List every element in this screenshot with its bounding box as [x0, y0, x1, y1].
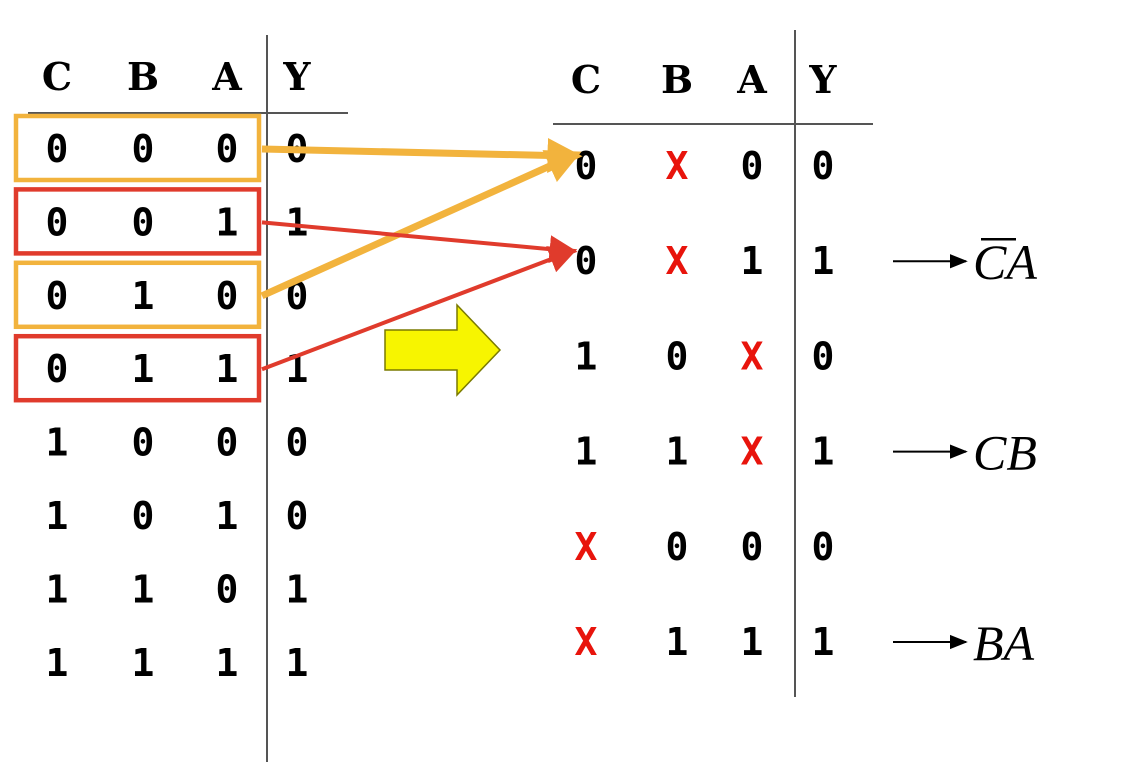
mapping-arrows: [260, 137, 583, 372]
orange-highlight-box: [13, 260, 262, 330]
dont-care-mark: X: [741, 334, 764, 378]
orange-highlight-box: [13, 113, 262, 183]
left-cell: 1: [132, 641, 155, 685]
right-cell: 0: [741, 144, 764, 188]
red-highlight-box: [13, 187, 262, 256]
right-header-b: B: [661, 57, 693, 102]
right-cell: 0: [812, 144, 835, 188]
left-cell: 0: [132, 494, 155, 538]
left-cell: 1: [216, 494, 239, 538]
left-cell: 0: [216, 274, 239, 318]
right-header-y: Y: [808, 57, 837, 102]
right-cell: 1: [741, 620, 764, 664]
left-cell: 0: [286, 494, 309, 538]
left-cell: 1: [46, 494, 69, 538]
left-cell: 1: [46, 421, 69, 465]
right-table-row: X 0 0 0: [575, 525, 835, 569]
left-cell: 1: [286, 641, 309, 685]
dont-care-mark: X: [666, 239, 689, 283]
left-cell: 1: [46, 567, 69, 611]
left-cell: 0: [46, 274, 69, 318]
right-cell: 1: [666, 430, 689, 474]
left-table-row: 1 1 1 1: [46, 641, 309, 685]
left-cell: 0: [216, 127, 239, 171]
left-cell: 0: [46, 200, 69, 244]
left-table-row: 1 0 1 0: [46, 494, 309, 538]
left-cell: 0: [132, 200, 155, 244]
left-cell: 0: [46, 127, 69, 171]
right-cell: 0: [741, 525, 764, 569]
term-annotation: BA: [893, 615, 1035, 671]
orange-mapping-arrow: [260, 150, 582, 299]
left-cell: 1: [286, 567, 309, 611]
left-cell: 1: [286, 200, 309, 244]
right-cell: 1: [812, 430, 835, 474]
red-mapping-arrow: [261, 220, 578, 264]
transform-arrow-icon: [384, 303, 502, 397]
left-cell: 1: [132, 567, 155, 611]
left-cell: 0: [286, 421, 309, 465]
right-header-a: A: [736, 57, 767, 102]
right-cell: 1: [812, 239, 835, 283]
left-cell: 1: [46, 641, 69, 685]
left-table-row: 1 0 0 0: [46, 421, 309, 465]
right-table-row: 0 X 1 1: [575, 239, 835, 283]
left-header-a: A: [211, 54, 242, 99]
left-cell: 0: [216, 421, 239, 465]
left-cell: 1: [132, 347, 155, 391]
annotation-group: CA CB BA: [893, 234, 1037, 671]
right-table-row: X 1 1 1: [575, 620, 835, 664]
dont-care-mark: X: [575, 620, 598, 664]
term-label: BA: [973, 615, 1035, 671]
right-cell: 1: [741, 239, 764, 283]
term-annotation: CB: [893, 425, 1037, 481]
left-header-b: B: [127, 54, 159, 99]
left-cell: 0: [46, 347, 69, 391]
right-table-row: 1 0 X 0: [575, 334, 835, 378]
term-label: CA: [973, 234, 1037, 290]
right-cell: 0: [575, 144, 598, 188]
left-header-c: C: [42, 54, 72, 99]
dont-care-mark: X: [741, 430, 764, 474]
orange-mapping-arrow: [261, 137, 583, 173]
right-cell: 1: [666, 620, 689, 664]
term-annotation: CA: [893, 234, 1037, 290]
left-cell: 0: [216, 567, 239, 611]
left-cell: 1: [216, 200, 239, 244]
left-cell: 1: [216, 641, 239, 685]
right-cell: 1: [812, 620, 835, 664]
red-highlight-box: [13, 333, 262, 403]
right-cell: 1: [575, 334, 598, 378]
left-header-y: Y: [282, 54, 311, 99]
dont-care-mark: X: [575, 525, 598, 569]
left-cell: 1: [132, 274, 155, 318]
right-cell: 0: [812, 334, 835, 378]
red-mapping-arrow: [261, 246, 578, 372]
left-cell: 1: [216, 347, 239, 391]
term-label: CB: [973, 425, 1037, 481]
left-cell: 0: [132, 127, 155, 171]
left-table-row: 0 0 1 1: [46, 200, 309, 244]
left-cell: 0: [132, 421, 155, 465]
right-header-c: C: [571, 57, 601, 102]
dont-care-mark: X: [666, 144, 689, 188]
right-cell: 0: [575, 239, 598, 283]
left-table-row: 1 1 0 1: [46, 567, 309, 611]
right-cell: 0: [812, 525, 835, 569]
right-cell: 1: [575, 430, 598, 474]
right-cell: 0: [666, 334, 689, 378]
right-cell: 0: [666, 525, 689, 569]
right-table-row: 1 1 X 1: [575, 430, 835, 474]
